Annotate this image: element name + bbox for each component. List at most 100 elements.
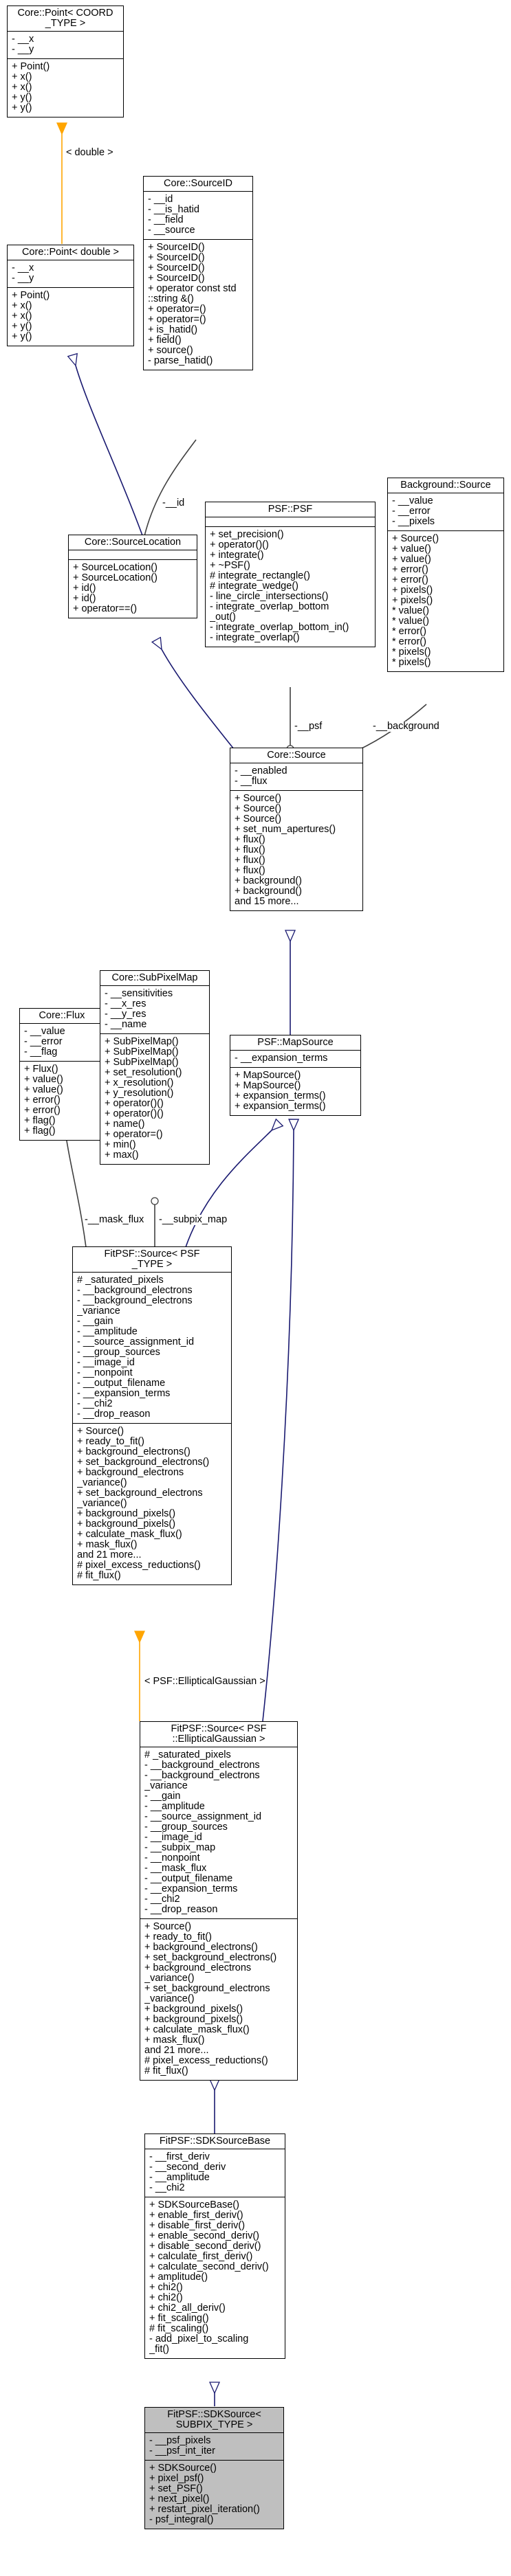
class-box-core-flux[interactable]: Core::Flux- __value- __error- __flag+ Fl… (19, 1008, 105, 1141)
attribute-row: - __error (392, 506, 431, 517)
edge-label-subpix-map: -__subpix_map (159, 1214, 228, 1225)
attribute-row: - __x (12, 34, 34, 45)
method-row: + x() (12, 301, 32, 311)
attribute-row: - __amplitude (77, 1327, 138, 1337)
attribute-row: - __nonpoint (77, 1368, 133, 1378)
attribute-row: - __psf_pixels (149, 2436, 211, 2446)
class-title: Core::Point< COORD _TYPE > (8, 6, 123, 32)
method-row: - integrate_overlap_bottom_in() (210, 623, 349, 633)
attribute-row: # _saturated_pixels (77, 1275, 164, 1286)
class-box-sdk-source-base[interactable]: FitPSF::SDKSourceBase- __first_deriv- __… (144, 2133, 285, 2359)
attributes-section: - __first_deriv- __second_deriv- __ampli… (145, 2149, 285, 2197)
class-box-point-coord[interactable]: Core::Point< COORD _TYPE >- __x- __y+ Po… (7, 5, 124, 117)
method-row: _out() (210, 612, 236, 623)
method-row: + flux() (235, 845, 265, 855)
attribute-row: - __nonpoint (144, 1853, 200, 1863)
method-row: + SubPixelMap() (105, 1047, 179, 1057)
method-row: + pixels() (392, 596, 433, 606)
attributes-section: - __psf_pixels- __psf_int_iter (145, 2433, 283, 2461)
method-row: + set_background_electrons (144, 1984, 270, 1994)
attribute-row: - __output_filename (144, 1874, 233, 1884)
methods-section: + set_precision()+ operator()()+ integra… (206, 527, 375, 647)
method-row: + flux() (235, 855, 265, 866)
methods-section: + Source()+ value()+ value()+ error()+ e… (388, 531, 503, 671)
attributes-section: - __value- __error- __pixels (388, 493, 503, 531)
method-row: + operator()() (210, 540, 269, 550)
class-box-background-source[interactable]: Background::Source- __value- __error- __… (387, 478, 504, 672)
method-row: + value() (24, 1075, 63, 1085)
method-row: + mask_flux() (144, 2035, 205, 2046)
class-box-sdk-source[interactable]: FitPSF::SDKSource< SUBPIX_TYPE >- __psf_… (144, 2407, 284, 2529)
attribute-row: - __background_electrons (77, 1296, 193, 1306)
edge-inherit-point (76, 366, 152, 561)
class-box-psf-mapsource[interactable]: PSF::MapSource- __expansion_terms+ MapSo… (230, 1035, 361, 1116)
attribute-row: - __error (24, 1037, 63, 1047)
method-row: + expansion_terms() (235, 1101, 326, 1112)
method-row: + SourceID() (148, 243, 205, 253)
attribute-row: - __output_filename (77, 1378, 166, 1389)
method-row: + SDKSource() (149, 2463, 217, 2474)
attribute-row: - __enabled (235, 766, 287, 776)
edge-usage-flux (59, 1115, 87, 1248)
attributes-section (69, 550, 197, 560)
method-row: + MapSource() (235, 1071, 301, 1081)
method-row: * value() (392, 606, 429, 616)
attributes-section: - __sensitivities- __x_res- __y_res- __n… (100, 986, 209, 1034)
method-row: # fit_flux() (144, 2066, 188, 2076)
method-row: + value() (392, 544, 431, 555)
method-row: + operator const std (148, 284, 237, 294)
class-box-fitpsf-source-psf[interactable]: FitPSF::Source< PSF _TYPE ># _saturated_… (72, 1246, 232, 1585)
edge-inherit-mapsource-2 (250, 1130, 294, 1815)
edge-label-double: < double > (66, 147, 113, 158)
edge-label-background: -__background (373, 721, 439, 732)
method-row: + background_pixels() (77, 1509, 176, 1519)
attribute-row: - __mask_flux (144, 1863, 207, 1874)
class-box-core-source[interactable]: Core::Source- __enabled- __flux+ Source(… (230, 748, 363, 911)
class-box-point-double[interactable]: Core::Point< double >- __x- __y+ Point()… (7, 245, 134, 346)
attribute-row: - __gain (144, 1791, 181, 1802)
edge-inherit-sourcelocation (162, 649, 235, 750)
method-row: and 21 more... (77, 1550, 142, 1560)
class-title: PSF::MapSource (230, 1035, 360, 1051)
methods-section: + Source()+ ready_to_fit()+ background_e… (140, 1919, 297, 2080)
class-box-source-location[interactable]: Core::SourceLocation+ SourceLocation()+ … (68, 535, 197, 618)
method-row: + background_electrons() (77, 1447, 191, 1457)
class-box-subpixel-map[interactable]: Core::SubPixelMap- __sensitivities- __x_… (100, 970, 210, 1165)
methods-section: + MapSource()+ MapSource()+ expansion_te… (230, 1068, 360, 1115)
method-row: + set_background_electrons() (144, 1953, 277, 1963)
attribute-row: - __sensitivities (105, 989, 173, 999)
attribute-row: _variance (77, 1306, 120, 1317)
method-row: + SDKSourceBase() (149, 2200, 239, 2210)
method-row: # pixel_excess_reductions() (144, 2056, 268, 2066)
class-box-fitpsf-source-elliptical[interactable]: FitPSF::Source< PSF ::EllipticalGaussian… (140, 1721, 298, 2081)
method-row: + x() (12, 72, 32, 82)
method-row: + background() (235, 876, 302, 886)
method-row: + SourceID() (148, 273, 205, 284)
method-row: + background_electrons() (144, 1942, 258, 1953)
attributes-section: # _saturated_pixels - __background_electr… (73, 1273, 231, 1424)
attribute-row: - __group_sources (77, 1347, 160, 1358)
attributes-section (206, 517, 375, 527)
attribute-row: - __x (12, 263, 34, 273)
method-row: + set_precision() (210, 530, 284, 540)
attribute-row: - __y (12, 45, 34, 55)
method-row: + Point() (12, 62, 50, 72)
method-row: + operator==() (73, 604, 138, 614)
class-box-source-id[interactable]: Core::SourceID- __id- __is_hatid- __fiel… (143, 176, 253, 370)
method-row: + ~PSF() (210, 561, 250, 571)
method-row: + background_electrons (144, 1963, 252, 1973)
method-row: + value() (24, 1085, 63, 1095)
method-row: + SubPixelMap() (105, 1037, 179, 1047)
method-row: + enable_second_deriv() (149, 2231, 260, 2241)
attribute-row: - __background_electrons (144, 1760, 260, 1771)
attribute-row: - __amplitude (149, 2173, 210, 2183)
class-title: Background::Source (388, 478, 503, 493)
method-row: + ready_to_fit() (77, 1437, 144, 1447)
attribute-row: - __second_deriv (149, 2162, 226, 2173)
method-row: _variance() (144, 1994, 195, 2004)
class-title: Core::SourceID (144, 177, 252, 192)
method-row: + set_num_apertures() (235, 825, 336, 835)
class-box-psf-psf[interactable]: PSF::PSF+ set_precision()+ operator()()+… (205, 502, 376, 647)
method-row: + enable_first_deriv() (149, 2210, 243, 2221)
attribute-row: # _saturated_pixels (144, 1750, 231, 1760)
